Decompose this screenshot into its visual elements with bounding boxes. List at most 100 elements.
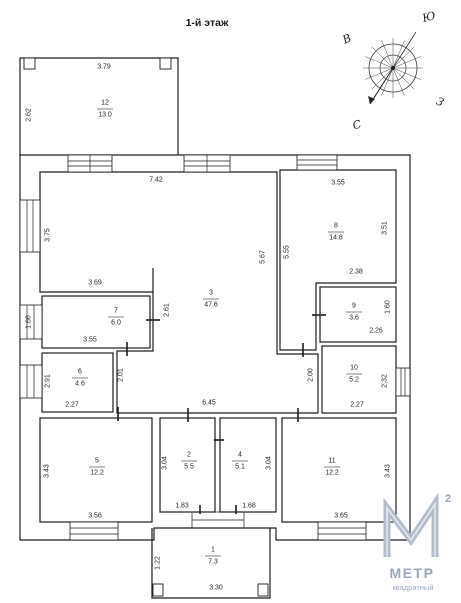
window [395,367,411,397]
logo-tagline: квадратный [392,583,433,592]
dimension-label: 1.83 [175,503,189,510]
room-number: 2 [187,452,191,459]
room-8: 8 14.8 3.55 5.55 3.51 2.38 [284,180,389,276]
room-area: 4.6 [75,381,85,388]
dimension-label: 3.43 [44,464,51,478]
dimension-label: 3.51 [382,221,389,235]
compass-north-letter: С [351,117,364,132]
room-1-outline [151,528,271,599]
dimension-label: 2.00 [308,368,315,382]
dimension-label: 2.26 [369,328,383,335]
compass-east-letter: В [340,31,354,47]
room-7: 7 6.0 1.66 3.55 [26,308,124,344]
room-11-outline [281,417,397,523]
column [152,583,164,597]
porch-outline [19,57,179,155]
room-number: 5 [95,458,99,465]
window [19,199,41,253]
dimension-label: 2.27 [350,402,364,409]
room-area: 3.6 [349,315,359,322]
outer-wall [19,154,411,541]
dimension-label: 2.27 [65,402,79,409]
room-number: 11 [328,458,335,465]
logo-m-shape [383,492,439,557]
window [19,364,43,399]
room-number: 3 [209,290,213,297]
floor-title: 1-й этаж [186,17,229,29]
dimension-label: 2.38 [349,269,363,276]
window [296,154,338,171]
dimension-label: 3.43 [385,464,392,478]
room-number: 6 [78,369,82,376]
room-area: 6.0 [111,320,121,327]
room-number: 1 [211,547,215,554]
dimension-label: 3.55 [83,337,97,344]
room-10: 10 5.2 2.32 2.27 [346,365,389,409]
dimension-label: 3.79 [97,64,111,71]
room-area: 47.6 [204,302,218,309]
dimension-label: 3.69 [88,280,102,287]
dimension-label: 3.75 [45,228,52,242]
room-6: 6 4.6 2.91 2.27 [45,369,88,409]
room-area: 5.5 [184,464,194,471]
dimension-label: 2.32 [382,374,389,388]
room-area: 13.0 [98,112,112,119]
logo-name: МЕТР [390,565,435,581]
room-9: 9 3.6 1.60 2.26 [346,300,392,335]
room-number: 12 [101,100,109,107]
dimension-label: 3.65 [334,513,348,520]
dimension-label: 2.01 [118,368,125,382]
compass-west-letter: З [434,95,446,110]
room-3-outline [39,171,319,414]
dimension-label: 7.42 [149,177,163,184]
window [19,304,43,340]
dimension-label: 2.62 [26,108,33,122]
room-number: 10 [350,365,358,372]
room-12: 12 13.0 3.79 2.62 [26,64,113,122]
watermark-logo: 2 МЕТР квадратный [383,492,451,592]
room-1: 1 7.3 1.22 3.30 [155,547,223,592]
dimension-label: 2.61 [164,303,171,317]
column [257,583,269,597]
dimension-label: 1.22 [155,556,162,570]
logo-superscript: 2 [445,493,451,505]
dimension-label: 3.04 [162,456,169,470]
compass-arrow-head [368,96,375,104]
dimension-label: 1.60 [385,300,392,314]
window [183,154,231,173]
compass-pointer [392,31,417,69]
dimension-label: 5.55 [284,245,291,259]
column [159,57,172,70]
room-area: 7.3 [208,559,218,566]
compass-center [391,66,395,70]
room-number: 7 [114,308,118,315]
window [69,521,119,541]
room-area: 14.8 [329,235,343,242]
room-3: 3 47.6 7.42 3.75 3.69 2.61 5.67 2.01 2.0… [45,177,315,407]
walls [19,57,411,599]
columns [23,57,269,597]
room-area: 5.1 [235,464,245,471]
doors [117,314,326,514]
dimension-label: 3.56 [88,513,102,520]
dimension-label: 1.68 [242,503,256,510]
room-11: 11 12.2 3.43 3.65 [324,458,392,520]
room-area: 5.2 [349,377,359,384]
dimension-label: 3.30 [209,585,223,592]
dimension-label: 3.04 [266,456,273,470]
room-8-outline [279,169,397,351]
room-4-outline [219,417,277,513]
room-number: 9 [352,303,356,310]
logo-m-highlight [386,501,436,557]
window [317,521,367,541]
window [67,154,113,173]
dimension-label: 2.91 [45,374,52,388]
dimension-label: 6.45 [202,400,216,407]
compass-arrow [369,67,394,105]
compass: Ю В З С [340,9,446,133]
compass-south-letter: Ю [420,9,437,25]
room-2: 2 5.5 3.04 1.83 [162,452,197,510]
room-number: 8 [334,223,338,230]
room-area: 12.2 [325,470,339,477]
